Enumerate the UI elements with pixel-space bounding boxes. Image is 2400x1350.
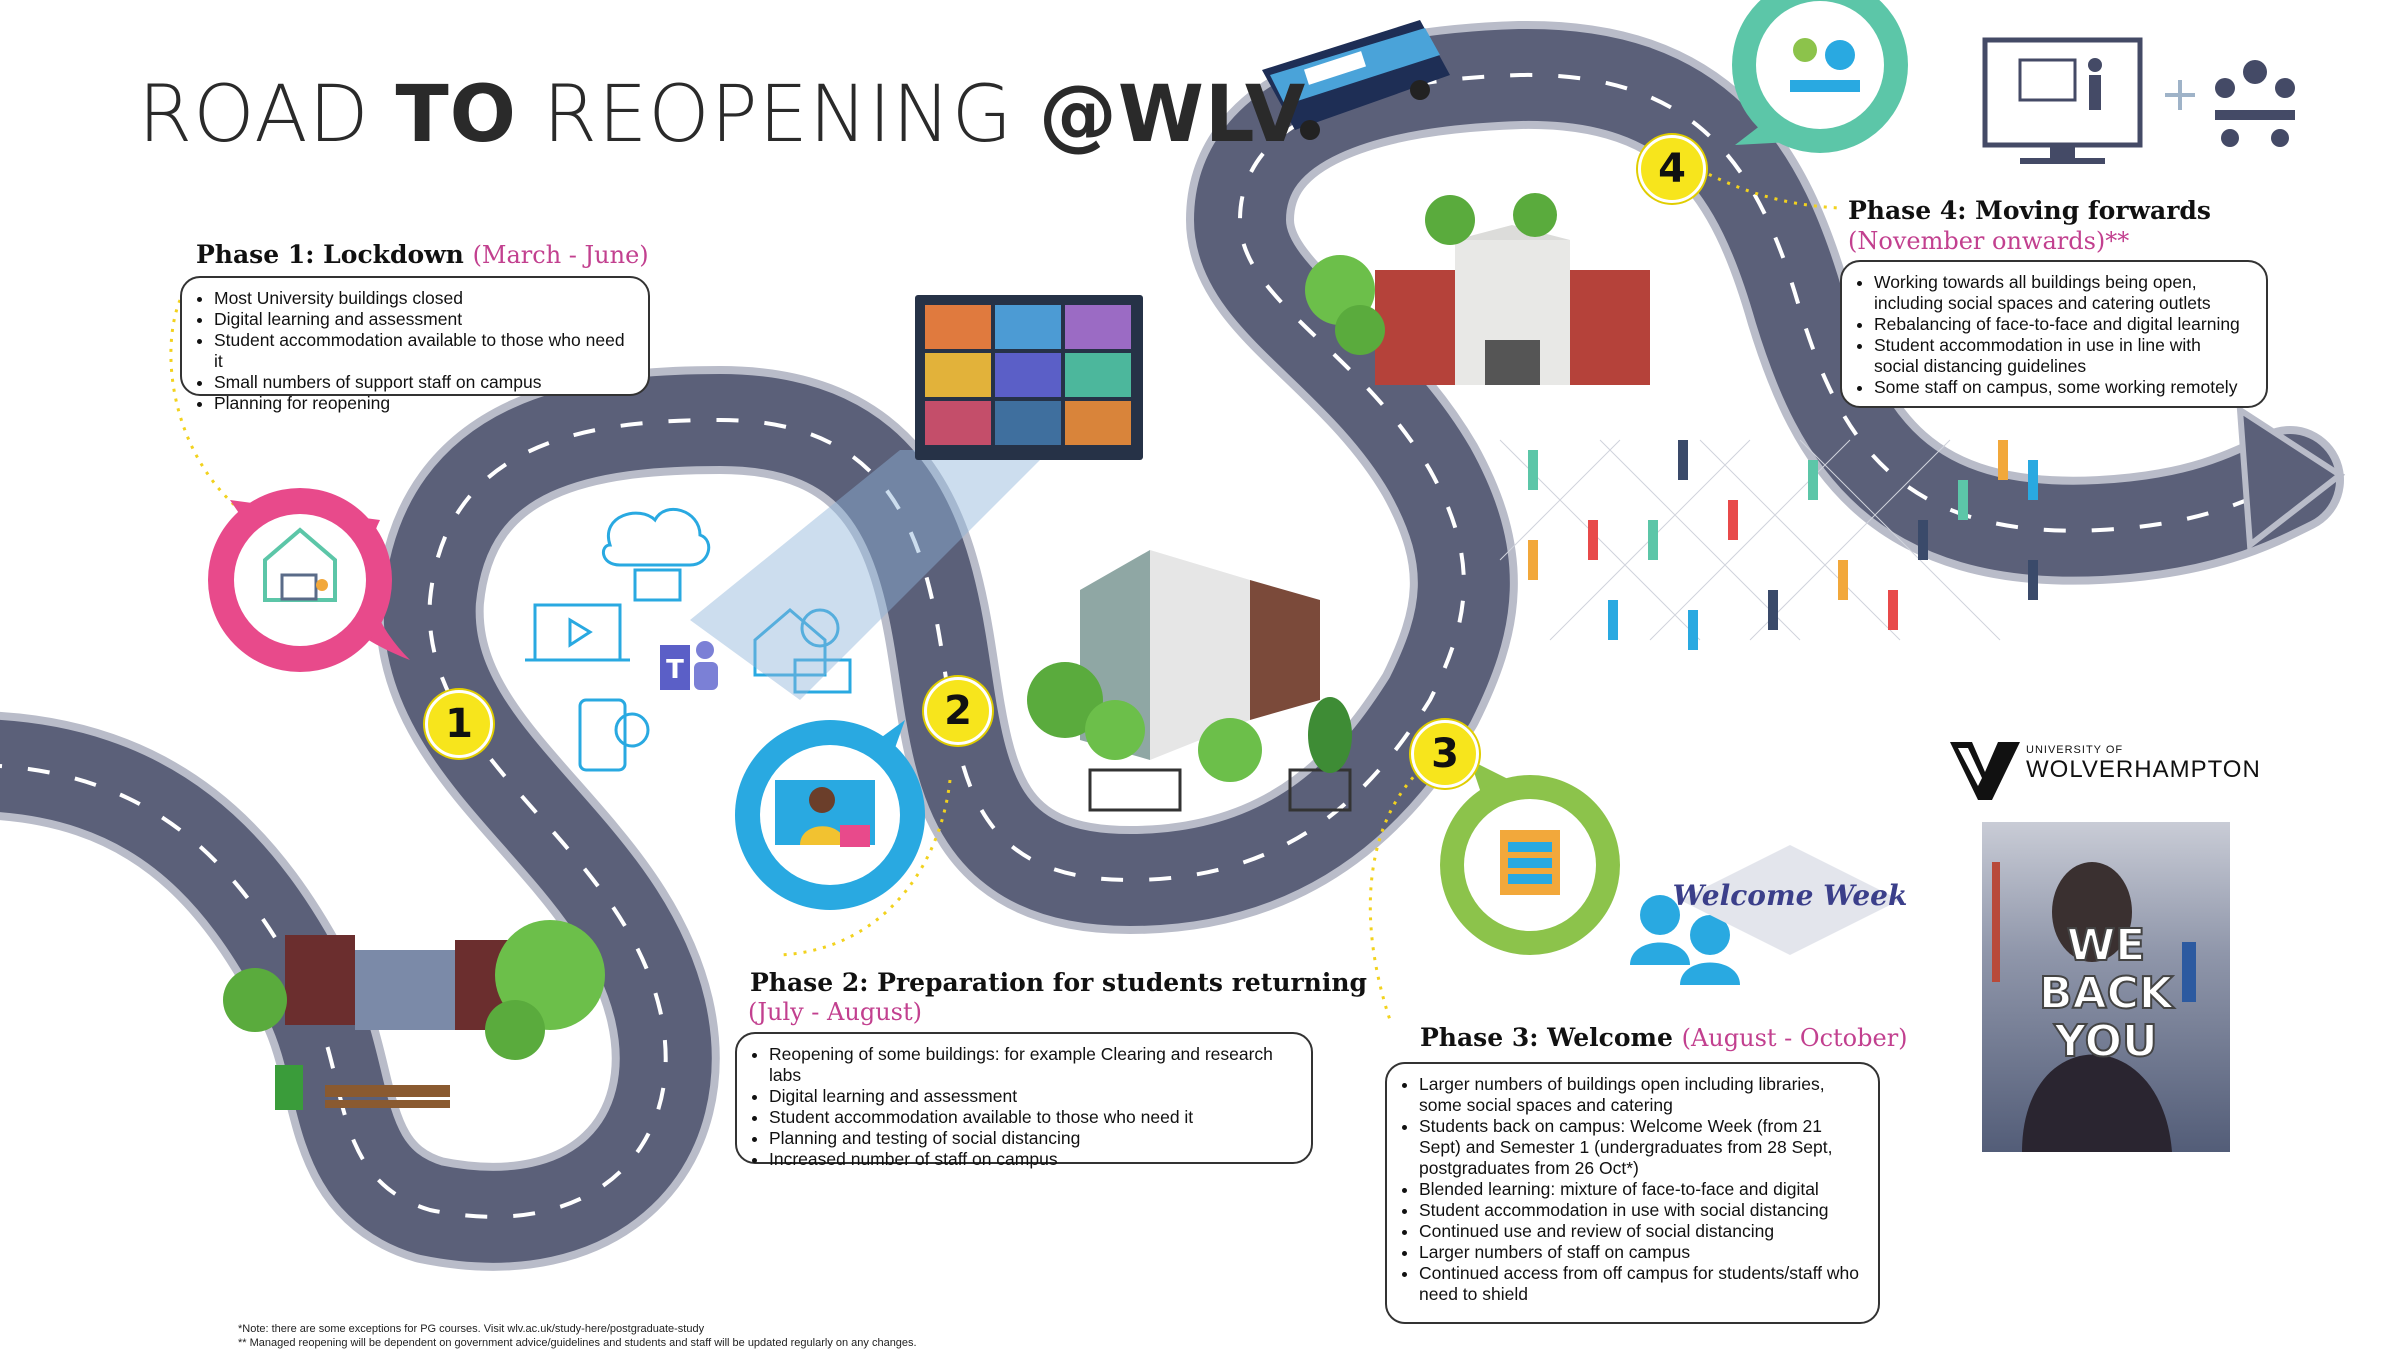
footnote-2: ** Managed reopening will be dependent o… (238, 1337, 917, 1349)
welcome-week-badge: Welcome Week (1673, 845, 1908, 955)
poster-line-1: WE (2066, 920, 2147, 971)
poster-line-2: BACK (2038, 968, 2174, 1019)
phase-3-item: Student accommodation in use with social… (1419, 1200, 1860, 1221)
phase-3-item: Students back on campus: Welcome Week (f… (1419, 1116, 1860, 1179)
phase-4-dates: (November onwards)** (1848, 227, 2130, 255)
phase-3-item: Continued access from off campus for stu… (1419, 1263, 1860, 1305)
phase-1-number-badge: 1 (425, 690, 493, 758)
online-graduate-icon (735, 720, 925, 910)
road-arrowhead (2236, 404, 2346, 551)
poster-line-3: YOU (2053, 1016, 2158, 1067)
phase-4-item: Rebalancing of face-to-face and digital … (1874, 314, 2248, 335)
phase-3-box: Larger numbers of buildings open includi… (1385, 1062, 1880, 1324)
phase-4-item: Some staff on campus, some working remot… (1874, 377, 2248, 398)
we-back-you-poster: WE BACK YOU (1982, 822, 2230, 1152)
campus-building-central (1027, 550, 1352, 812)
phase-3-heading: Phase 3: Welcome (August - October) (1420, 1023, 1908, 1052)
phase-1-item: Student accommodation available to those… (214, 330, 630, 372)
video-tiles (925, 305, 1131, 445)
phase-1-item: Digital learning and assessment (214, 309, 630, 330)
phase-3-item: Larger numbers of buildings open includi… (1419, 1074, 1860, 1116)
university-logo: UNIVERSITY OF WOLVERHAMPTON (1950, 742, 2260, 805)
people-figures (1528, 440, 2038, 650)
phase-2-item: Increased number of staff on campus (769, 1149, 1293, 1170)
phase-2-dates: (July - August) (748, 998, 922, 1026)
logo-small-text: UNIVERSITY OF (2026, 744, 2124, 756)
home-work-icon (208, 488, 410, 672)
page-title: ROAD TO REOPENING @WLV (138, 70, 1307, 160)
poster-photo (1992, 862, 2196, 1152)
phase-4-item: Student accommodation in use in line wit… (1874, 335, 2248, 377)
teams-icon: T (660, 641, 718, 690)
phase-3-item: Blended learning: mixture of face-to-fac… (1419, 1179, 1860, 1200)
welcome-week-text: Welcome Week (1673, 879, 1908, 912)
university-bus-icon (1262, 20, 1450, 140)
phase-4-item: Working towards all buildings being open… (1874, 272, 2248, 314)
learning-icons (525, 507, 852, 772)
logo-big-text: WOLVERHAMPTON (2026, 756, 2261, 783)
phase-1-item: Planning for reopening (214, 393, 630, 414)
phase-1-item: Small numbers of support staff on campus (214, 372, 630, 393)
phase-2-box: Reopening of some buildings: for example… (735, 1032, 1313, 1169)
footnote-1: *Note: there are some exceptions for PG … (238, 1323, 705, 1335)
phase-2-item: Planning and testing of social distancin… (769, 1128, 1293, 1149)
campus-building-phase4 (1305, 193, 1650, 385)
phase-2-item: Digital learning and assessment (769, 1086, 1293, 1107)
campus-building-left (223, 920, 605, 1110)
students-icon (1630, 895, 1740, 985)
phase-1-box: Most University buildings closed Digital… (180, 276, 650, 413)
phase-1-heading: Phase 1: Lockdown (March - June) (196, 240, 649, 269)
connector-lines (169, 168, 1841, 1021)
phase-2-heading: Phase 2: Preparation for students return… (750, 968, 1368, 997)
phase-4-number-badge: 4 (1638, 135, 1706, 203)
presentation-monitor-icon (1982, 37, 2143, 164)
phase-3-item: Larger numbers of staff on campus (1419, 1242, 1860, 1263)
phase-3-number-badge: 3 (1411, 720, 1479, 788)
phase-4-box: Working towards all buildings being open… (1840, 260, 2268, 408)
meeting-pin-icon (1732, 0, 1908, 153)
phase-2-item: Student accommodation available to those… (769, 1107, 1293, 1128)
team-meeting-icon (2215, 60, 2295, 147)
phase-2-number-badge: 2 (924, 677, 992, 745)
university-crest-icon (1950, 742, 2020, 800)
phase-3-item: Continued use and review of social dista… (1419, 1221, 1860, 1242)
building-pin-icon (1440, 760, 1620, 955)
phase-4-heading: Phase 4: Moving forwards (1848, 196, 2211, 225)
svg-text:T: T (666, 655, 684, 685)
winding-road (0, 20, 2346, 1271)
video-call-screen-icon (690, 295, 1143, 700)
phase-1-item: Most University buildings closed (214, 288, 630, 309)
phase-2-item: Reopening of some buildings: for example… (769, 1044, 1293, 1086)
plus-icon (2165, 80, 2195, 110)
